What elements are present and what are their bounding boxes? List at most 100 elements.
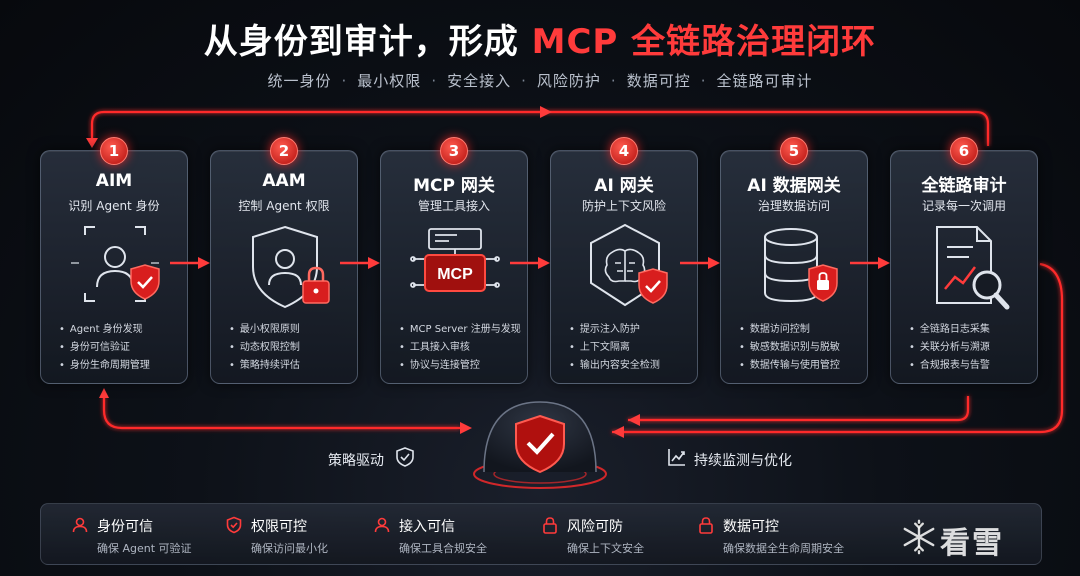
brain-shield-icon (590, 223, 668, 307)
user-icon (72, 517, 88, 533)
card-mcp-gateway[interactable]: 3 MCP 网关 管理工具接入 MCP MCP Server 注册与发现 工具接… (380, 137, 528, 384)
list-item: 敏感数据识别与脱敏 (739, 339, 861, 357)
summary-subtitle: 确保访问最小化 (251, 542, 328, 555)
step-badge: 3 (440, 137, 468, 165)
list-item: Agent 身份发现 (59, 321, 181, 339)
list-item: 最小权限原则 (229, 321, 351, 339)
step-badge: 1 (100, 137, 128, 165)
step-badge: 4 (610, 137, 638, 165)
summary-title: 数据可控 (723, 519, 779, 535)
card-feature-list: 最小权限原则 动态权限控制 策略持续评估 (229, 321, 351, 375)
card-feature-list: 全链路日志采集 关联分析与溯源 合规报表与告警 (909, 321, 1031, 375)
summary-item-data: 数据可控 确保数据全生命周期安全 (697, 514, 857, 558)
card-title: AI 数据网关 (747, 176, 841, 196)
card-subtitle: 识别 Agent 身份 (68, 199, 160, 213)
list-item: MCP Server 注册与发现 (399, 321, 521, 339)
watermark-text: 看雪 (940, 526, 1004, 561)
card-subtitle: 防护上下文风险 (581, 199, 666, 213)
summary-subtitle: 确保数据全生命周期安全 (723, 542, 844, 555)
card-subtitle: 治理数据访问 (757, 199, 830, 213)
bottom-left-line (102, 396, 460, 430)
list-item: 数据传输与使用管控 (739, 357, 861, 375)
watermark-logo: 看雪 (900, 516, 1040, 561)
list-item: 动态权限控制 (229, 339, 351, 357)
flow-arrow-icon (850, 257, 890, 269)
summary-item-access: 接入可信 确保工具合规安全 (373, 514, 533, 558)
step-badge: 5 (780, 137, 808, 165)
bottom-summary-bar: 身份可信 确保 Agent 可验证 权限可控 确保访问最小化 接入可信 确保工具… (40, 503, 1042, 565)
card-title: 全链路审计 (921, 176, 1007, 196)
list-item: 输出内容安全检测 (569, 357, 691, 375)
bottom-right-line (628, 396, 970, 422)
summary-title: 权限可控 (251, 519, 307, 535)
subtitle-item: 安全接入 (447, 72, 512, 90)
top-loop-arrowhead (540, 106, 552, 118)
card-aam[interactable]: 2 AAM 控制 Agent 权限 最小权限原则 动态权限控制 策略持续评估 (210, 137, 358, 384)
summary-item-identity: 身份可信 确保 Agent 可验证 (71, 514, 231, 558)
card-title: AIM (95, 171, 133, 191)
page-title: 从身份到审计，形成 MCP 全链路治理闭环 (0, 14, 1080, 63)
trend-chart-icon (668, 449, 685, 466)
card-title: AI 网关 (594, 176, 654, 196)
card-feature-list: Agent 身份发现 身份可信验证 身份生命周期管理 (59, 321, 181, 375)
step-badge: 2 (270, 137, 298, 165)
card-feature-list: MCP Server 注册与发现 工具接入审核 协议与连接管控 (399, 321, 521, 375)
summary-title: 身份可信 (97, 519, 153, 535)
summary-subtitle: 确保工具合规安全 (399, 542, 487, 555)
card-subtitle: 记录每一次调用 (921, 199, 1006, 213)
shield-check-icon (226, 516, 242, 534)
database-lock-icon (764, 228, 838, 303)
list-item: 协议与连接管控 (399, 357, 521, 375)
subtitle-item: 风险防护 (536, 72, 601, 90)
card-ai-gateway[interactable]: 4 AI 网关 防护上下文风险 提示注入防护 上下文隔离 输出内容安全检测 (550, 137, 698, 384)
card-title: MCP 网关 (413, 176, 495, 196)
title-accent: MCP 全链路治理闭环 (531, 22, 877, 62)
subtitle-sep: · (610, 72, 617, 90)
summary-item-permission: 权限可控 确保访问最小化 (225, 514, 385, 558)
subtitle-item: 最小权限 (357, 72, 422, 90)
summary-title: 接入可信 (399, 519, 455, 535)
top-loop-line (90, 110, 990, 146)
list-item: 提示注入防护 (569, 321, 691, 339)
card-subtitle: 管理工具接入 (417, 199, 490, 213)
user-scan-icon (71, 226, 160, 302)
right-loop-arrowhead (612, 426, 624, 438)
card-feature-list: 提示注入防护 上下文隔离 输出内容安全检测 (569, 321, 691, 375)
subtitle-sep: · (431, 72, 438, 90)
lock-icon (699, 517, 713, 534)
audit-report-icon (936, 226, 1010, 310)
lock-icon (543, 517, 557, 534)
summary-title: 风险可防 (567, 519, 623, 535)
list-item: 身份生命周期管理 (59, 357, 181, 375)
page-subtitle: 统一身份·最小权限·安全接入·风险防护·数据可控·全链路可审计 (0, 70, 1080, 91)
summary-subtitle: 确保上下文安全 (567, 542, 644, 555)
subtitle-sep: · (521, 72, 527, 90)
list-item: 身份可信验证 (59, 339, 181, 357)
subtitle-sep: · (341, 72, 348, 90)
list-item: 数据访问控制 (739, 321, 861, 339)
card-aim[interactable]: 1 AIM 识别 Agent 身份 Agent 身份发现 身份可信验证 身份生命… (40, 137, 188, 384)
bottom-left-arrowhead (99, 388, 109, 398)
card-ai-data-gateway[interactable]: 5 AI 数据网关 治理数据访问 数据访问控制 敏感数据识别与脱敏 数据传输与使… (720, 137, 868, 384)
shield-user-lock-icon (252, 225, 330, 309)
card-feature-list: 数据访问控制 敏感数据识别与脱敏 数据传输与使用管控 (739, 321, 861, 375)
list-item: 工具接入审核 (399, 339, 521, 357)
card-full-chain-audit[interactable]: 6 全链路审计 记录每一次调用 全链路日志采集 关联分析与溯源 合规报表与告警 (890, 137, 1038, 384)
list-item: 策略持续评估 (229, 357, 351, 375)
flow-arrow-icon (170, 257, 210, 269)
summary-subtitle: 确保 Agent 可验证 (97, 542, 192, 555)
bottom-right-arrowhead (628, 414, 640, 426)
mcp-chip-icon: MCP (410, 228, 500, 292)
list-item: 合规报表与告警 (909, 357, 1031, 375)
summary-item-risk: 风险可防 确保上下文安全 (541, 514, 701, 558)
title-prefix: 从身份到审计，形成 (203, 22, 532, 62)
list-item: 上下文隔离 (569, 339, 691, 357)
shield-check-icon (396, 447, 414, 467)
step-badge: 6 (950, 137, 978, 165)
subtitle-sep: · (700, 72, 707, 90)
flow-arrow-icon (680, 257, 720, 269)
list-item: 关联分析与溯源 (909, 339, 1031, 357)
top-loop-arrowhead (86, 138, 98, 148)
snowflake-icon (903, 519, 935, 555)
flow-arrow-icon (510, 257, 550, 269)
